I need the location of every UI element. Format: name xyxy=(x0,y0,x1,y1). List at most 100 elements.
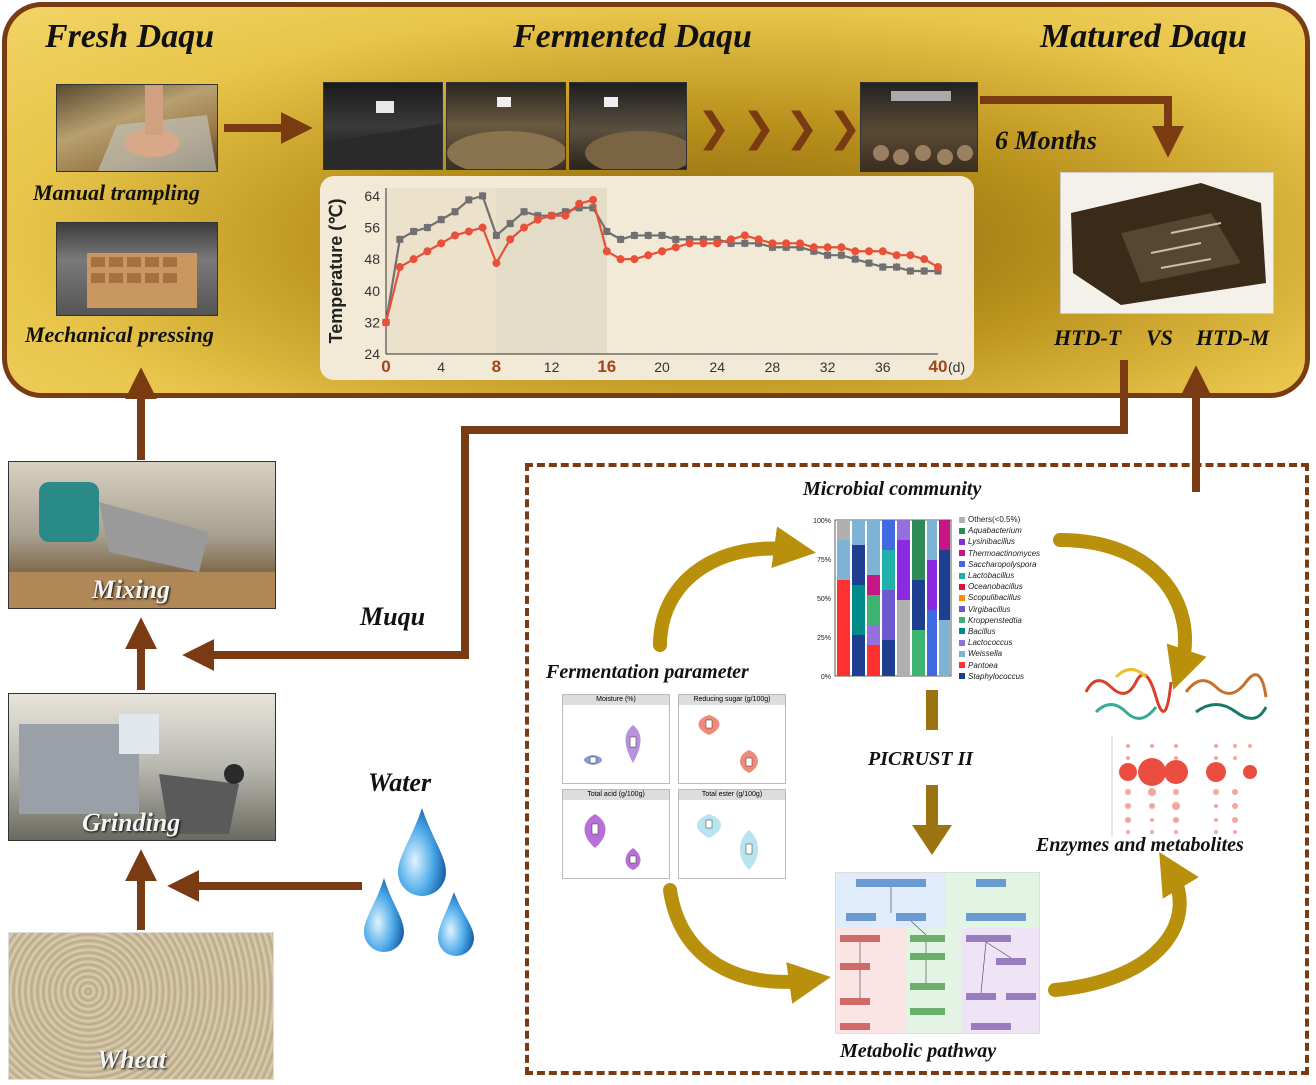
legend-item: Pantoea xyxy=(959,659,1049,670)
x-tick-label: 36 xyxy=(875,359,891,375)
grinding-photo xyxy=(8,693,276,841)
x-tick-label: 16 xyxy=(597,357,616,376)
data-point xyxy=(768,239,777,248)
progression-chevron-icon: ❯ xyxy=(697,105,731,151)
bar-ytick: 25% xyxy=(817,635,831,642)
fermentation-room-photo-1 xyxy=(323,82,443,170)
data-point xyxy=(879,263,887,271)
legend-item: Bacillus xyxy=(959,626,1049,637)
cycle-arrows-layer xyxy=(653,526,1207,1004)
data-point xyxy=(630,231,638,239)
protein-structures-icon xyxy=(1084,668,1268,720)
legend-item: Others(<0.5%) xyxy=(959,514,1049,525)
x-tick-label: 8 xyxy=(492,357,501,376)
data-point xyxy=(906,267,914,275)
data-point xyxy=(395,263,404,272)
data-point xyxy=(465,196,473,204)
legend-item: Lactobacillus xyxy=(959,570,1049,581)
legend-label: Oceanobacillus xyxy=(968,582,1023,592)
violin-title: Moisture (%) xyxy=(563,695,669,705)
fresh-daqu-title: Fresh Daqu xyxy=(45,18,215,55)
legend-swatch xyxy=(959,583,965,590)
legend-swatch xyxy=(959,606,965,613)
legend-swatch xyxy=(959,617,965,624)
data-point xyxy=(658,231,666,239)
legend-label: Lysinibacillus xyxy=(968,537,1015,547)
analysis-box xyxy=(525,463,1309,1075)
data-point xyxy=(823,243,832,252)
picrust-label: PICRUST II xyxy=(868,748,974,770)
data-point xyxy=(602,247,611,256)
data-point xyxy=(617,235,625,243)
microbial-bar-chart: 100% 75% 50% 25% 0% xyxy=(813,518,952,681)
violin-title: Total acid (g/100g) xyxy=(563,790,669,800)
storage-room-photo xyxy=(860,82,978,172)
data-point xyxy=(837,243,846,252)
x-tick-label: 0 xyxy=(381,357,390,376)
arrow-muqu-to-mixing xyxy=(182,360,1128,671)
x-tick-label: 24 xyxy=(709,359,725,375)
x-unit-label: (d) xyxy=(948,359,965,375)
data-point xyxy=(851,247,860,256)
data-point xyxy=(920,267,928,275)
legend-item: Lysinibacillus xyxy=(959,536,1049,547)
fermentation-parameter-title: Fermentation parameter xyxy=(546,661,749,683)
legend-label: Weissella xyxy=(968,649,1003,659)
data-point xyxy=(382,318,390,327)
legend-swatch xyxy=(959,572,965,579)
mechanical-pressing-photo xyxy=(56,222,218,316)
y-tick-label: 40 xyxy=(364,283,380,299)
data-point xyxy=(520,208,528,216)
data-point xyxy=(423,224,431,232)
x-tick-label: 12 xyxy=(544,359,560,375)
cycle-arrow-top-left xyxy=(653,526,816,652)
data-point xyxy=(740,231,749,240)
water-drops-icon xyxy=(364,808,474,956)
data-point xyxy=(423,247,432,256)
data-point xyxy=(603,227,611,235)
legend-item: Staphylococcus xyxy=(959,671,1049,682)
metabolic-pathway-title: Metabolic pathway xyxy=(840,1040,997,1062)
x-tick-label: 40 xyxy=(929,357,948,376)
data-point xyxy=(561,211,570,220)
data-point xyxy=(575,199,584,208)
data-point xyxy=(865,259,873,267)
data-point xyxy=(478,223,487,232)
compare-left-label: HTD-T xyxy=(1054,325,1122,350)
x-tick-label: 20 xyxy=(654,359,670,375)
bar-stacks xyxy=(837,520,950,676)
data-point xyxy=(865,247,873,256)
y-tick-label: 56 xyxy=(364,220,380,236)
data-point xyxy=(630,255,639,264)
legend-swatch xyxy=(959,516,965,523)
legend-swatch xyxy=(959,550,965,557)
y-axis-label: Temperature (℃) xyxy=(326,199,346,344)
legend-item: Aquabacterium xyxy=(959,525,1049,536)
progression-chevron-icon: ❯ xyxy=(785,105,819,151)
picrust-arrow xyxy=(912,690,952,855)
microbial-community-title: Microbial community xyxy=(803,478,982,500)
legend-item: Lactococcus xyxy=(959,637,1049,648)
data-point xyxy=(479,192,487,200)
data-point xyxy=(782,239,791,248)
legend-item: Thermoactinomyces xyxy=(959,548,1049,559)
legend-label: Saccharopolyspora xyxy=(968,559,1037,569)
data-point xyxy=(671,243,680,252)
data-point xyxy=(685,239,694,248)
violin-plot-moisture: Moisture (%) xyxy=(562,694,670,784)
data-point xyxy=(533,215,542,224)
violin-plot-total-ester: Total ester (g/100g) xyxy=(678,789,786,879)
legend-label: Scopulibacillus xyxy=(968,593,1021,603)
legend-label: Kroppenstedtia xyxy=(968,615,1022,625)
violin-title: Total ester (g/100g) xyxy=(679,790,785,800)
x-tick-label: 32 xyxy=(820,359,836,375)
legend-label: Aquabacterium xyxy=(968,526,1022,536)
legend-swatch xyxy=(959,650,965,657)
wheat-photo xyxy=(8,932,274,1080)
legend-swatch xyxy=(959,639,965,646)
legend-swatch xyxy=(959,538,965,545)
compare-right-label: HTD-M xyxy=(1196,325,1270,350)
data-point xyxy=(589,204,597,212)
data-point xyxy=(506,235,515,244)
